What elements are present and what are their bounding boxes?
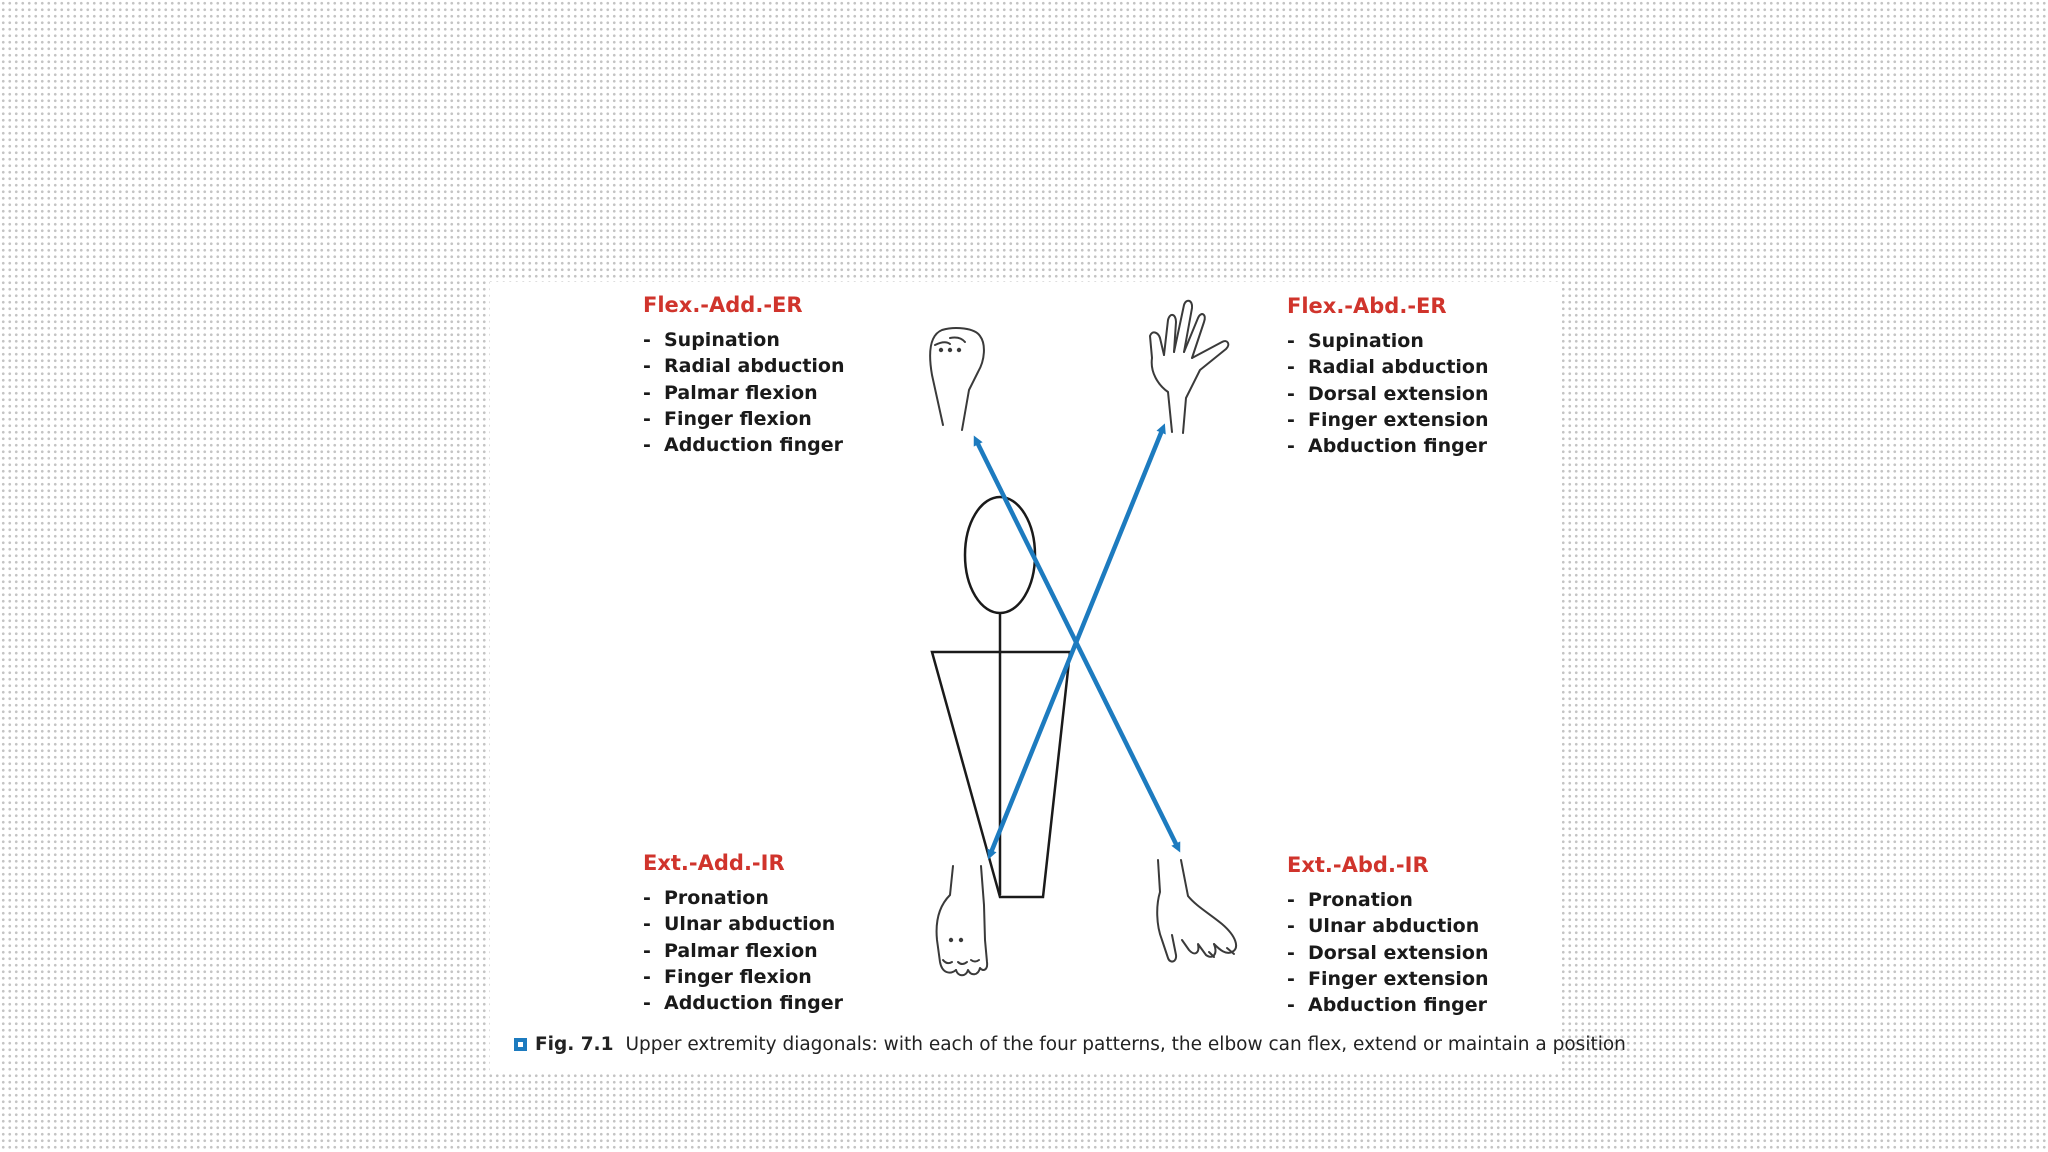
list-item: Adduction finger — [643, 990, 943, 1016]
list-item: Pronation — [1287, 887, 1587, 913]
caption-marker-icon — [514, 1038, 527, 1051]
list-item: Abduction finger — [1287, 992, 1587, 1018]
pattern-list: Pronation Ulnar abduction Dorsal extensi… — [1287, 887, 1587, 1018]
list-item: Adduction finger — [643, 432, 943, 458]
pattern-title: Ext.-Add.-IR — [643, 851, 785, 875]
list-item: Ulnar abduction — [643, 911, 943, 937]
list-item: Finger extension — [1287, 966, 1587, 992]
list-item: Palmar flexion — [643, 380, 943, 406]
list-item: Palmar flexion — [643, 938, 943, 964]
figure-caption: Fig. 7.1 Upper extremity diagonals: with… — [514, 1034, 1626, 1055]
pattern-title: Flex.-Abd.-ER — [1287, 294, 1447, 318]
pattern-flex-abd-er: Flex.-Abd.-ER Supination Radial abductio… — [1287, 292, 1587, 459]
list-item: Finger extension — [1287, 407, 1587, 433]
list-item: Finger flexion — [643, 964, 943, 990]
pattern-ext-abd-ir: Ext.-Abd.-IR Pronation Ulnar abduction D… — [1287, 851, 1587, 1018]
list-item: Ulnar abduction — [1287, 913, 1587, 939]
list-item: Pronation — [643, 885, 943, 911]
list-item: Dorsal extension — [1287, 940, 1587, 966]
pattern-flex-add-er: Flex.-Add.-ER Supination Radial abductio… — [643, 291, 943, 458]
list-item: Supination — [1287, 328, 1587, 354]
arrow-double-icon — [987, 423, 1166, 860]
pattern-list: Supination Radial abduction Palmar flexi… — [643, 327, 943, 458]
figure-label: Fig. 7.1 — [535, 1034, 614, 1055]
hand-open-raised-icon — [1149, 299, 1230, 434]
stick-figure — [930, 495, 1072, 899]
hand-pronated-down-icon — [1156, 859, 1238, 963]
list-item: Supination — [643, 327, 943, 353]
list-item: Radial abduction — [1287, 354, 1587, 380]
pattern-title: Ext.-Abd.-IR — [1287, 853, 1429, 877]
list-item: Finger flexion — [643, 406, 943, 432]
pattern-title: Flex.-Add.-ER — [643, 293, 803, 317]
stick-figure-head — [963, 495, 1037, 615]
hand-fingers-down-icon — [935, 865, 989, 977]
list-item: Radial abduction — [643, 353, 943, 379]
pattern-list: Pronation Ulnar abduction Palmar flexion… — [643, 885, 943, 1016]
pattern-list: Supination Radial abduction Dorsal exten… — [1287, 328, 1587, 459]
list-item: Abduction finger — [1287, 433, 1587, 459]
pattern-ext-add-ir: Ext.-Add.-IR Pronation Ulnar abduction P… — [643, 849, 943, 1016]
caption-text: Upper extremity diagonals: with each of … — [625, 1034, 1626, 1055]
diagonal-arrows — [973, 423, 1181, 860]
list-item: Dorsal extension — [1287, 381, 1587, 407]
